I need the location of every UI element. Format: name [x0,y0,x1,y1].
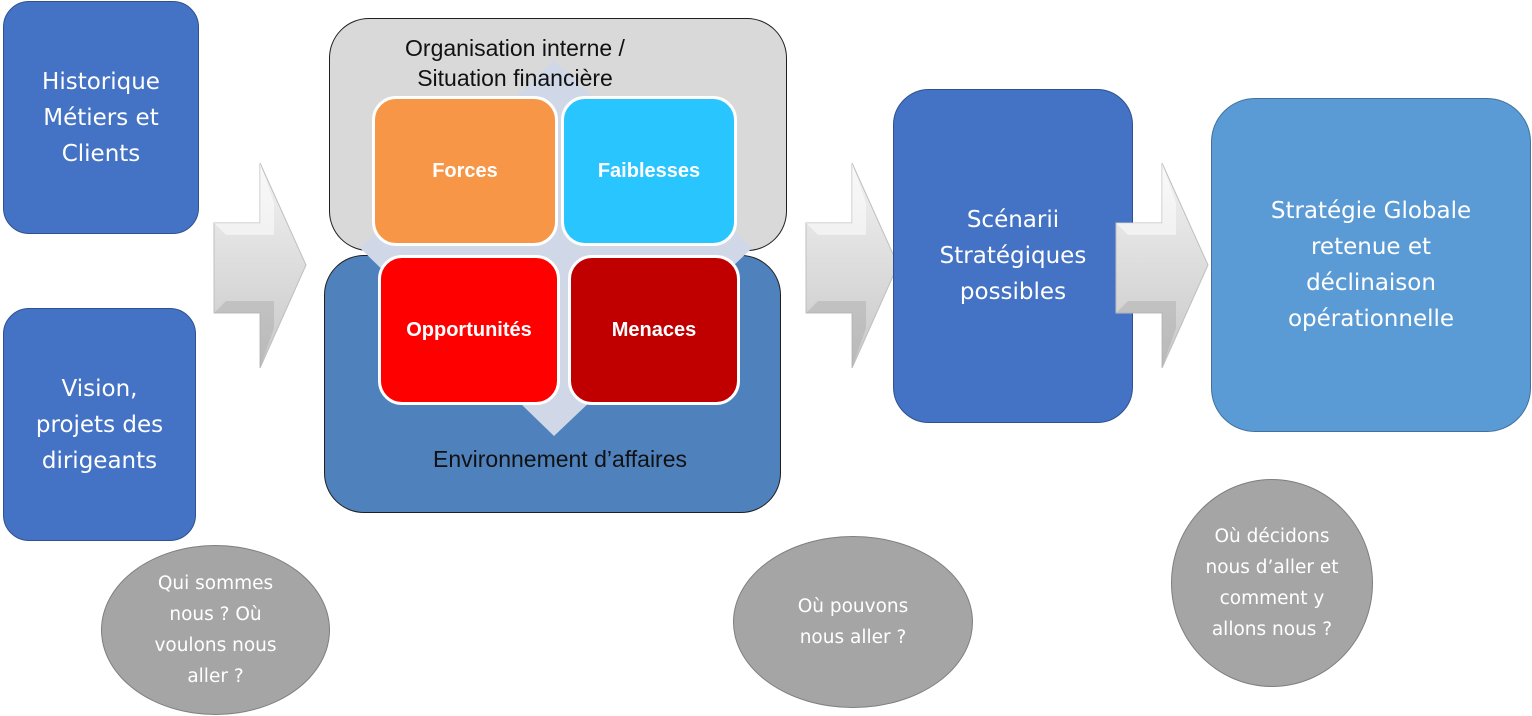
quadrant-label: Faiblesses [597,159,701,182]
scenarios-label: Scénarii Stratégiques possibles [939,207,1087,305]
arrow-right-icon [213,162,307,369]
question-label: Qui sommes nous ? Où voulons nous aller … [154,573,277,687]
input-box-history: Historique Métiers et Clients [3,1,199,234]
input-box-history-label: Historique Métiers et Clients [42,68,160,167]
quadrant-label: Menaces [611,318,697,341]
strategy-label: Stratégie Globale retenue et déclinaison… [1270,198,1472,332]
swot-quadrant-weaknesses: Faiblesses [561,96,737,246]
swot-quadrant-opportunities: Opportunités [378,255,560,405]
arrow-right-icon [805,162,899,369]
swot-quadrant-strengths: Forces [372,96,558,246]
input-box-vision-label: Vision, projets des dirigeants [35,375,164,474]
question-bubble-decision: Où décidons nous d’aller et comment y al… [1171,479,1373,687]
question-bubble-identity: Qui sommes nous ? Où voulons nous aller … [101,545,330,715]
quadrant-label: Forces [432,159,498,182]
question-label: Où pouvons nous aller ? [797,596,909,648]
external-panel-title: Environnement d’affaires [433,446,687,472]
swot-quadrant-threats: Menaces [568,255,740,405]
question-label: Où décidons nous d’aller et comment y al… [1205,526,1339,640]
strategy-box: Stratégie Globale retenue et déclinaison… [1211,98,1531,432]
internal-panel-title: Organisation interne / Situation financi… [405,35,625,91]
arrow-right-icon [1115,162,1209,369]
input-box-vision: Vision, projets des dirigeants [3,308,196,541]
quadrant-label: Opportunités [406,318,532,341]
question-bubble-possibilities: Où pouvons nous aller ? [733,536,973,708]
scenarios-box: Scénarii Stratégiques possibles [893,89,1133,423]
